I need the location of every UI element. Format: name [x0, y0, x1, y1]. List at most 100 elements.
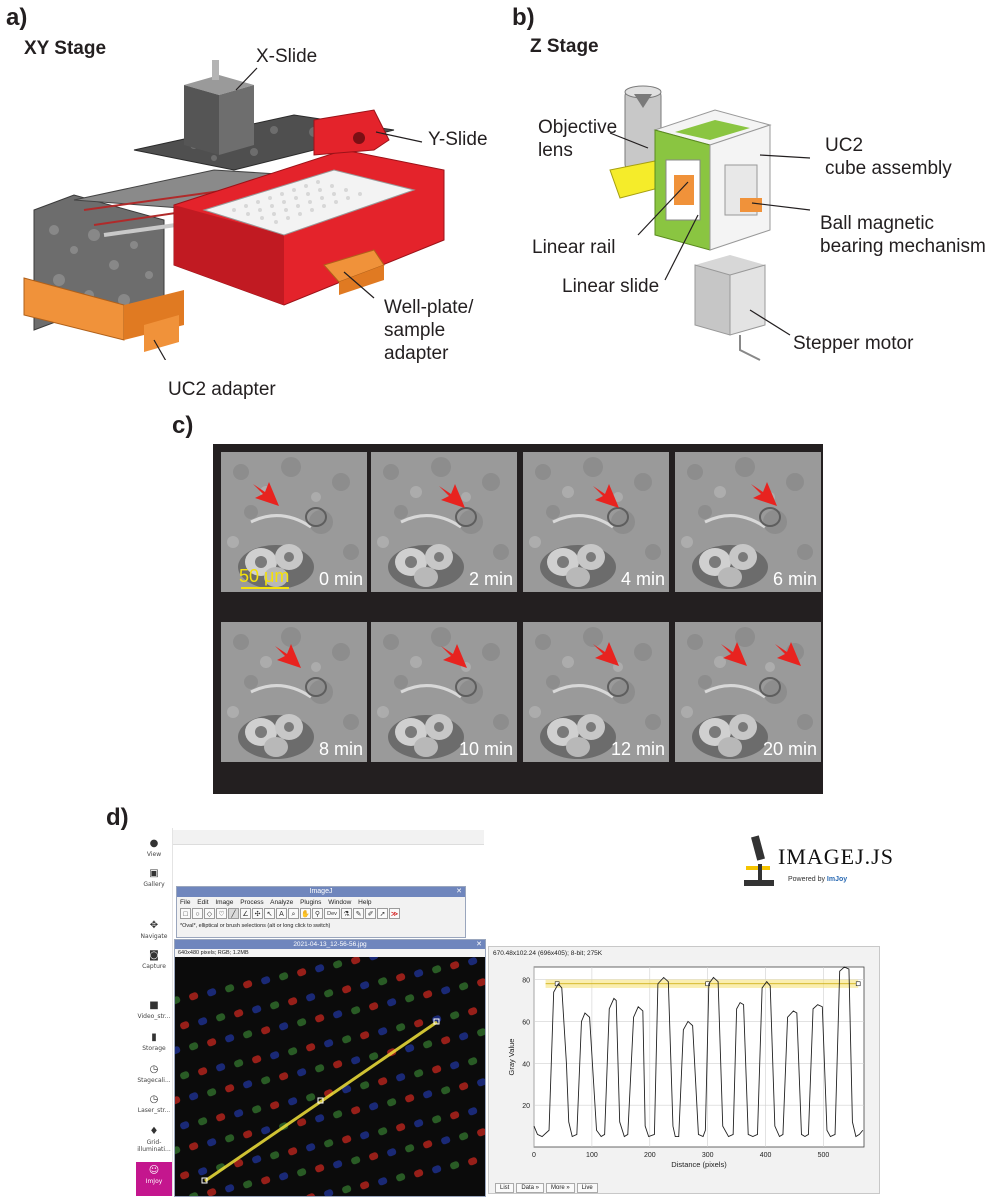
- pixel-dot: [333, 1060, 343, 1069]
- hand-tool-icon[interactable]: ✋: [300, 908, 311, 919]
- pixel-dot: [175, 1096, 181, 1105]
- y-tick-label: 80: [522, 978, 530, 985]
- sidebar-item-storage[interactable]: ▮ Storage: [136, 1032, 172, 1052]
- logo-powered: Powered by ImJoy: [788, 876, 847, 883]
- line-tool-icon[interactable]: ╱: [228, 908, 239, 919]
- scale-bar-label: 50 μm: [239, 566, 290, 586]
- pixel-dot: [432, 1065, 442, 1074]
- menu-help[interactable]: Help: [358, 899, 372, 906]
- menu-analyze[interactable]: Analyze: [270, 899, 294, 906]
- pixel-dot: [414, 969, 424, 978]
- dropper-tool-icon[interactable]: ⚲: [312, 908, 323, 919]
- pixel-dot: [270, 1001, 280, 1010]
- plot-buttons: List Data » More » Live: [495, 1183, 598, 1193]
- selection-handle[interactable]: [855, 981, 861, 987]
- camera-icon: ◙: [149, 950, 159, 961]
- oval-tool-icon[interactable]: ○: [192, 908, 203, 919]
- pixel-dot: [207, 988, 217, 997]
- x-tick-label: 0: [532, 1152, 536, 1159]
- close-icon[interactable]: ✕: [476, 941, 482, 948]
- pixel-dot: [378, 1127, 388, 1136]
- x-tick-label: 200: [644, 1152, 656, 1159]
- pixel-dot: [396, 973, 406, 982]
- close-icon[interactable]: ✕: [456, 888, 462, 895]
- pixel-dot: [405, 1144, 415, 1153]
- point-tool-icon[interactable]: ✣: [252, 908, 263, 919]
- sidebar-item-capture[interactable]: ◙ Capture: [136, 950, 172, 970]
- pixel-dot: [387, 1098, 397, 1107]
- pixel-dot: [450, 1111, 460, 1120]
- menu-window[interactable]: Window: [328, 899, 352, 906]
- sidebar-item-label: View: [146, 851, 162, 858]
- menu-process[interactable]: Process: [240, 899, 264, 906]
- sidebar-item-stagecali[interactable]: ◷ Stagecali...: [136, 1064, 172, 1084]
- pixel-dot: [342, 985, 352, 994]
- sidebar-item-label: Capture: [142, 963, 166, 970]
- pixel-dot: [297, 1118, 307, 1127]
- sidebar-item-imjoy[interactable]: ☺ ImJoy: [136, 1162, 172, 1196]
- arrow-tool-icon[interactable]: ➚: [377, 908, 388, 919]
- image-canvas[interactable]: [175, 957, 485, 1196]
- pixel-dot: [261, 1026, 271, 1035]
- frame-time: 6 min: [772, 569, 817, 589]
- sidebar-item-laser[interactable]: ◷ Laser_str...: [136, 1094, 172, 1114]
- freehand-tool-icon[interactable]: ♡: [216, 908, 227, 919]
- imjoy-icon: ☺: [148, 1165, 160, 1176]
- sidebar-item-label: Laser_str...: [137, 1107, 171, 1114]
- selection-handle[interactable]: [705, 981, 710, 987]
- sidebar-item-navigate[interactable]: ✥ Navigate: [136, 920, 172, 940]
- angle-tool-icon[interactable]: ∠: [240, 908, 251, 919]
- uc2-adapter-orange: [23, 277, 184, 352]
- pixel-dot: [189, 1142, 199, 1151]
- data-button[interactable]: Data »: [516, 1183, 545, 1193]
- dev-tool-button[interactable]: Dev: [324, 908, 340, 919]
- profile-series-line: [533, 966, 864, 1138]
- pixel-dot: [351, 1106, 361, 1115]
- sidebar-item-grid-illumination[interactable]: ♦ Grid-illuminati...: [136, 1126, 172, 1153]
- menu-file[interactable]: File: [180, 899, 191, 906]
- zoom-tool-icon[interactable]: ⌕: [288, 908, 299, 919]
- storage-icon: ▮: [151, 1032, 157, 1043]
- sidebar-item-view[interactable]: ● View: [136, 838, 172, 858]
- pixel-dot: [306, 1093, 316, 1102]
- wand-tool-icon[interactable]: ↖: [264, 908, 275, 919]
- pixel-dot: [243, 1130, 253, 1139]
- live-button[interactable]: Live: [576, 1183, 598, 1193]
- menu-edit[interactable]: Edit: [197, 899, 209, 906]
- pixel-dot: [297, 1168, 307, 1177]
- pixel-dot: [450, 961, 460, 970]
- pixel-dot: [369, 1052, 379, 1061]
- pixel-dot: [441, 1036, 451, 1045]
- pixel-dot: [234, 1109, 244, 1118]
- more-button[interactable]: More »: [546, 1183, 575, 1193]
- pencil-tool-icon[interactable]: ✎: [353, 908, 364, 919]
- brush-tool-icon[interactable]: ✐: [365, 908, 376, 919]
- selection-handle[interactable]: [433, 1018, 440, 1025]
- polygon-tool-icon[interactable]: ◇: [204, 908, 215, 919]
- frame-time: 10 min: [458, 739, 513, 759]
- menu-image[interactable]: Image: [215, 899, 234, 906]
- menu-plugins[interactable]: Plugins: [300, 899, 322, 906]
- pixel-dot: [288, 1147, 298, 1156]
- text-tool-icon[interactable]: A: [276, 908, 287, 919]
- sidebar-item-video[interactable]: ■ Video_str...: [136, 1000, 172, 1020]
- rectangle-tool-icon[interactable]: □: [180, 908, 191, 919]
- selection-line[interactable]: [204, 1020, 438, 1183]
- pixel-dot: [396, 1023, 406, 1032]
- microscope-tool-icon[interactable]: ⚗: [341, 908, 352, 919]
- imagej-titlebar[interactable]: ImageJ ✕: [177, 887, 465, 897]
- image-titlebar[interactable]: 2021-04-13_12-56-56.jpg ✕: [175, 940, 485, 949]
- pixel-dot: [288, 997, 298, 1006]
- more-tools-icon[interactable]: ≫: [389, 908, 400, 919]
- selection-handle[interactable]: [201, 1177, 208, 1184]
- pixel-dot: [396, 1173, 406, 1182]
- selection-handle[interactable]: [317, 1097, 324, 1104]
- list-button[interactable]: List: [495, 1183, 515, 1193]
- pixel-dot: [351, 1156, 361, 1165]
- pixel-dot: [360, 1081, 370, 1090]
- pixel-dot: [189, 1192, 199, 1196]
- sidebar-item-gallery[interactable]: ▣ Gallery: [136, 868, 172, 888]
- pixel-dot: [225, 1034, 235, 1043]
- pixel-dot: [459, 1082, 469, 1091]
- pixel-dot: [360, 981, 370, 990]
